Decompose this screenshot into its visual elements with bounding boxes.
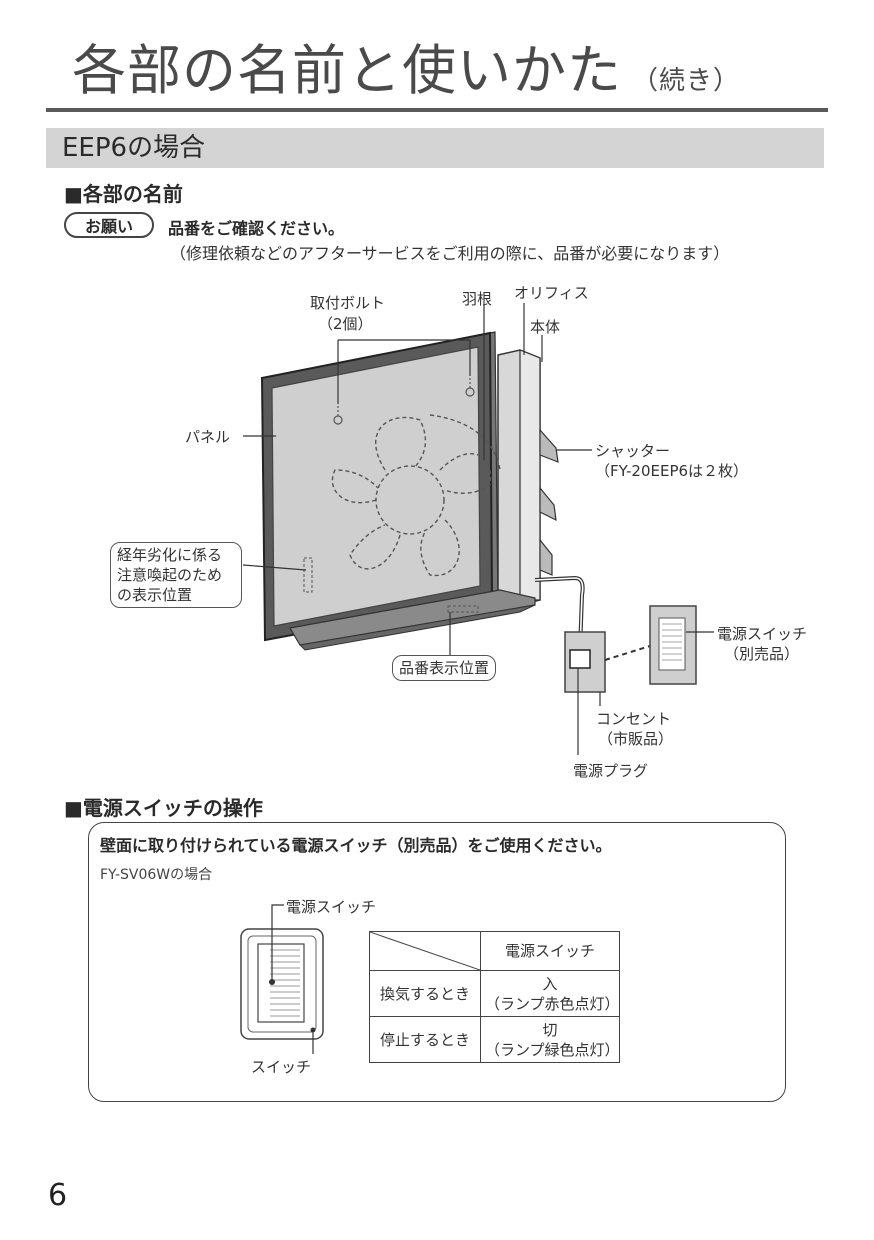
table-row-label: 停止するとき [369,1016,481,1063]
panel-face [271,346,481,627]
shutter-flap-2 [539,486,557,522]
request-note: 品番をご確認ください。 [168,219,345,238]
table-row-label: 換気するとき [369,970,481,1017]
operation-box [88,822,786,1102]
label-blade: 羽根 [462,290,493,308]
label-orifice: オリフィス [514,284,589,302]
table-row-value: 切 （ランプ緑色点灯） [480,1016,620,1063]
operation-instruction: 壁面に取り付けられている電源スイッチ（別売品）をご使用ください。 [100,836,612,855]
table-row: 停止するとき 切 （ランプ緑色点灯） [369,1016,620,1063]
shutter-flap-1 [539,428,559,463]
operation-heading: ■電源スイッチの操作 [64,796,263,820]
switch-label-top: 電源スイッチ [286,898,377,916]
shutter-flap-3 [539,538,553,576]
page-title-main: 各部の名前と使いかた [72,39,622,102]
label-panel: パネル [185,428,231,446]
request-badge: お願い [64,212,154,238]
label-bolt: 取付ボルト [310,294,386,312]
table-row-detail: （ランプ赤色点灯） [485,994,620,1013]
table-corner-cell [369,931,481,971]
table-row-value: 入 （ランプ赤色点灯） [480,970,620,1017]
label-power-switch-note: （別売品） [724,645,800,663]
label-bolt-count: （2個） [318,315,373,333]
label-plug: 電源プラグ [573,762,649,780]
table-row-state: 切 [542,1020,558,1039]
table-row-state: 入 [542,974,558,993]
switch-operation-table: 電源スイッチ 換気するとき 入 （ランプ赤色点灯） 停止するとき 切 （ランプ緑… [369,931,620,1063]
parts-heading: ■各部の名前 [64,182,183,206]
page-title: 各部の名前と使いかた （続き） [72,36,740,116]
table-row-detail: （ランプ緑色点灯） [485,1040,620,1059]
title-divider [46,108,828,112]
request-note-sub: （修理依頼などのアフターサービスをご利用の際に、品番が必要になります） [170,244,730,263]
aging-label-mark [303,557,313,593]
fan-blades [331,414,501,577]
page-number: 6 [48,1178,68,1213]
switch-label-bottom: スイッチ [251,1058,312,1076]
bolt-marks [333,378,475,425]
label-aging-notice: 経年劣化に係る注意喚起のための表示位置 [110,542,242,608]
page-title-suffix: （続き） [632,66,741,96]
plug-icon [569,649,591,669]
label-shutter: シャッター [595,442,671,460]
label-power-switch: 電源スイッチ [717,625,808,643]
lamp-icon [269,979,275,985]
table-header: 電源スイッチ [480,931,620,971]
label-shutter-note: （FY-20EEP6は２枚） [595,462,749,480]
model-label-mark [447,605,479,613]
operation-model-case: FY-SV06Wの場合 [100,867,213,883]
label-model-location: 品番表示位置 [392,655,497,681]
label-outlet-note: （市販品） [598,730,674,748]
label-body: 本体 [530,318,561,336]
section-heading: EEP6の場合 [46,128,824,168]
label-outlet: コンセント [596,710,672,728]
table-row: 換気するとき 入 （ランプ赤色点灯） [369,970,620,1017]
